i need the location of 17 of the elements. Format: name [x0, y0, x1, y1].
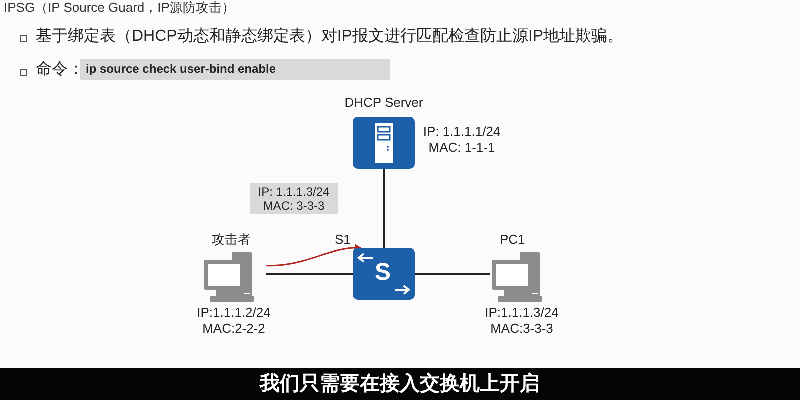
node-heading: 攻击者 [212, 232, 251, 248]
command-code: ip source check user-bind enable [80, 59, 390, 80]
bullet-text: 基于绑定表（DHCP动态和静态绑定表）对IP报文进行匹配检查防止源IP地址欺骗。 [36, 26, 624, 47]
link-line [383, 169, 385, 248]
slide-title: IPSG（IP Source Guard，IP源防攻击） [4, 0, 235, 16]
node-heading: DHCP Server [344, 95, 424, 111]
link-line [266, 273, 353, 275]
address-info: IP:1.1.1.3/24 MAC:3-3-3 [484, 305, 560, 337]
packet-info-box: IP: 1.1.1.3/24 MAC: 3-3-3 [250, 183, 338, 214]
switch-letter: S [375, 260, 392, 286]
address-info: IP: 1.1.1.1/24 MAC: 1-1-1 [422, 124, 502, 156]
address-info: IP:1.1.1.2/24 MAC:2-2-2 [196, 305, 272, 337]
node-heading: PC1 [500, 232, 526, 248]
node-heading: S1 [335, 232, 351, 248]
link-line [415, 273, 490, 275]
subtitle-text: 我们只需要在接入交换机上开启 [260, 372, 540, 396]
link-line [266, 244, 362, 266]
